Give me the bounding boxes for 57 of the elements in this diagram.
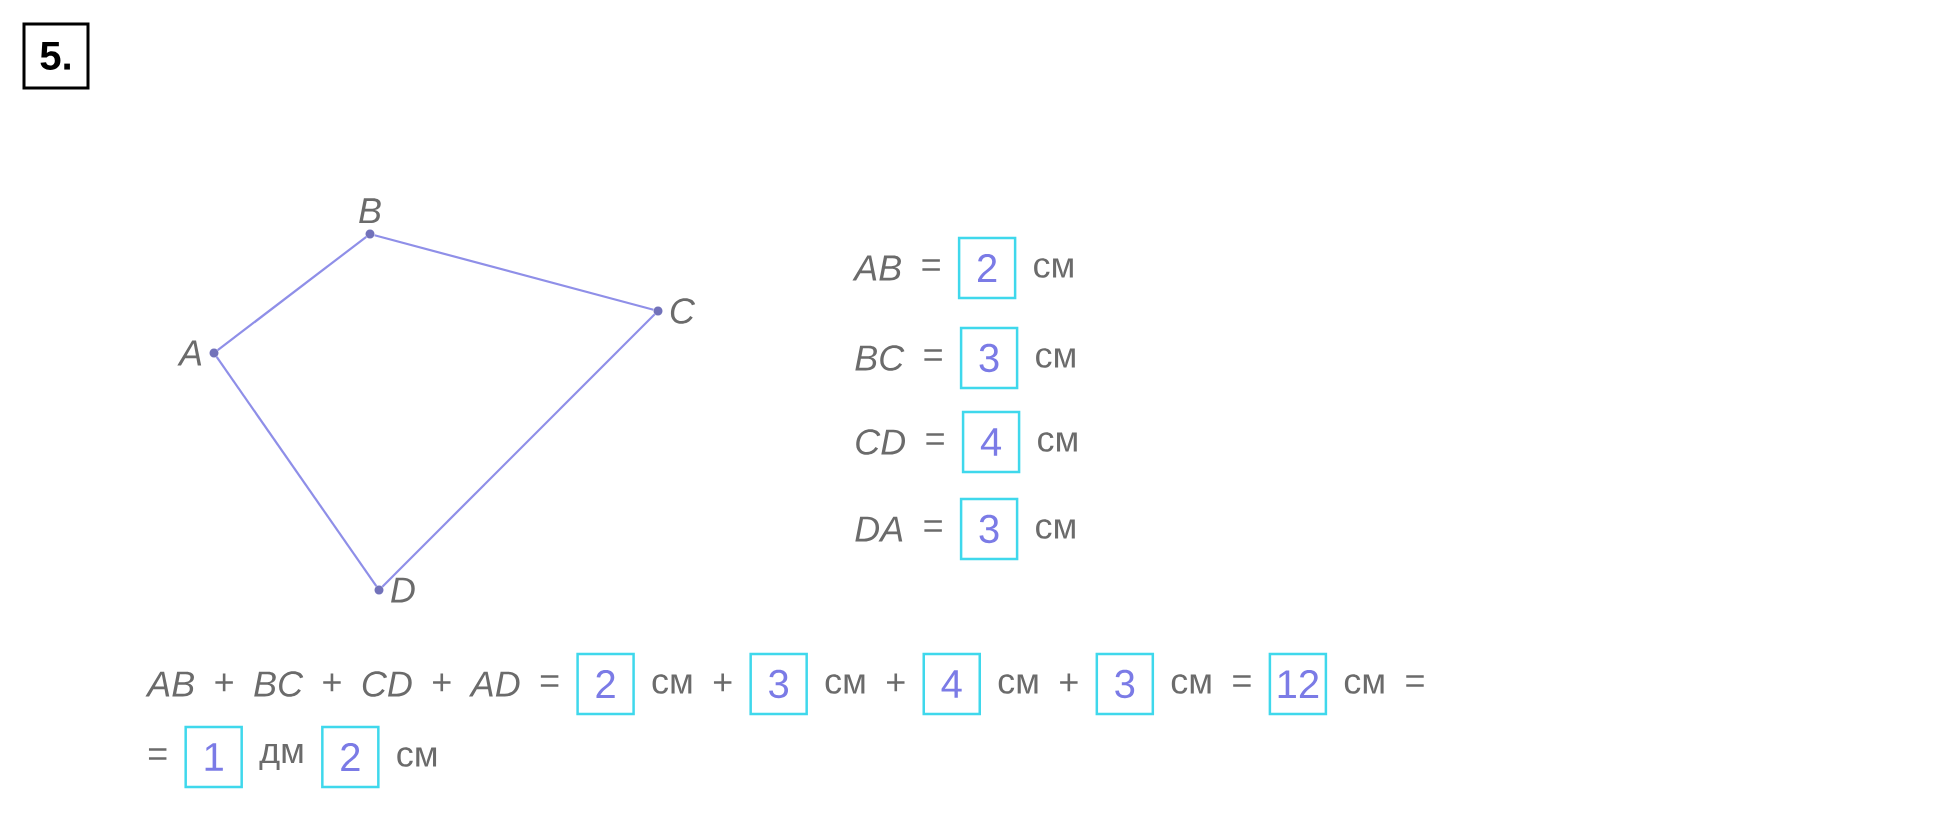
answer-box: 4 xyxy=(961,410,1021,474)
segment-name: CD xyxy=(856,429,906,455)
answer-box: 2 xyxy=(321,725,380,789)
segment xyxy=(215,356,378,587)
segment-name: DA xyxy=(855,516,903,542)
equation-text: дм xyxy=(259,743,303,771)
equation-text: + xyxy=(323,673,341,692)
segment xyxy=(381,313,656,588)
equation-text: см xyxy=(1171,674,1211,694)
node-label: D xyxy=(391,577,415,603)
segment-name: AD xyxy=(468,671,520,697)
segment-name: BC xyxy=(254,671,304,697)
equation-text: см xyxy=(1036,348,1075,368)
segment-name: AB xyxy=(145,671,194,697)
node-label: C xyxy=(670,298,696,324)
equation-text: = xyxy=(926,433,944,445)
segment-name: BC xyxy=(855,345,905,371)
segment-name: CD xyxy=(362,671,412,697)
answer-box: 2 xyxy=(576,652,635,716)
equation-text: см xyxy=(1036,519,1075,539)
equation-text: + xyxy=(1060,673,1078,692)
equation-text: см xyxy=(1038,432,1077,452)
equation-text: = xyxy=(1233,675,1251,687)
answer-box: 3 xyxy=(1095,652,1155,716)
equation-text: см xyxy=(1344,674,1384,694)
point: D xyxy=(374,577,415,603)
answer-box: 3 xyxy=(749,652,808,716)
equation-text: = xyxy=(922,259,940,271)
equation-text: = xyxy=(924,520,942,532)
point: C xyxy=(653,298,696,324)
equation-text: = xyxy=(540,675,559,687)
equation-text: + xyxy=(887,673,905,692)
point: B xyxy=(359,198,381,239)
exercise-number: 5. xyxy=(22,22,90,90)
equation-text: = xyxy=(1406,675,1424,687)
equation-text: + xyxy=(433,673,451,692)
answer-box: 12 xyxy=(1268,652,1328,716)
equation-text: + xyxy=(215,673,233,692)
equation-text: = xyxy=(148,748,167,760)
equation-text: = xyxy=(924,349,942,361)
equation-text: см xyxy=(1034,258,1073,278)
equation-text: см xyxy=(652,674,692,694)
segment xyxy=(374,234,654,311)
node-label: A xyxy=(177,340,202,366)
answer-box: 1 xyxy=(184,725,243,789)
answer-box: 3 xyxy=(959,497,1019,561)
answer-box: 4 xyxy=(922,652,981,716)
segment-name: AB xyxy=(852,255,901,281)
point: A xyxy=(177,340,219,366)
answer-box: 3 xyxy=(959,326,1019,390)
equation-text: + xyxy=(713,673,732,692)
answer-box: 2 xyxy=(957,236,1017,300)
node-label: B xyxy=(359,198,381,224)
segment xyxy=(217,235,367,352)
equation-text: см xyxy=(397,747,437,767)
equation-text: см xyxy=(825,674,865,694)
equation-text: см xyxy=(998,674,1038,694)
